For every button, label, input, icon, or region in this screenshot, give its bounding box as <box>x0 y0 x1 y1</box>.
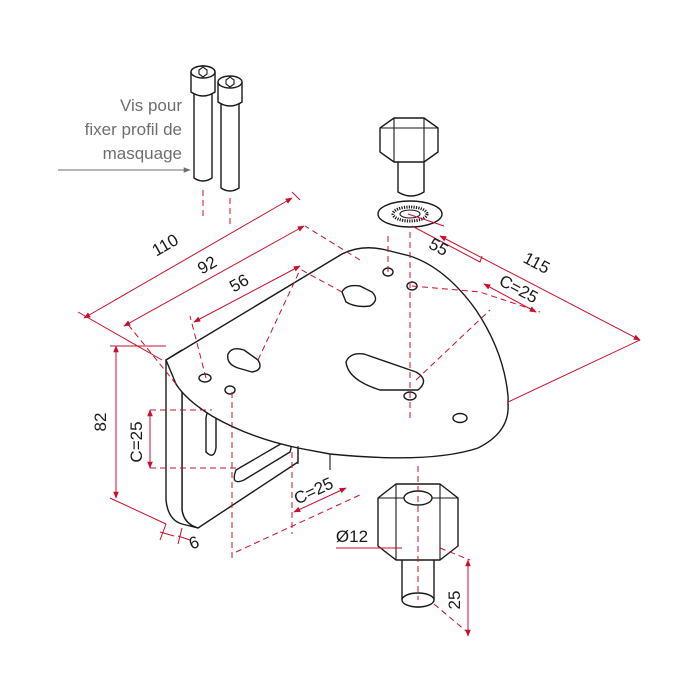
screw-right <box>217 75 243 192</box>
dim-110: 110 <box>149 230 182 260</box>
washer <box>377 200 443 228</box>
dim-d12: Ø12 <box>336 527 368 546</box>
dim-c25-side: C=25 <box>127 421 146 462</box>
dim-55: 55 <box>426 234 452 260</box>
dim-115: 115 <box>520 248 553 278</box>
caption-line-3: masquage <box>103 144 182 163</box>
dim-82: 82 <box>91 413 110 432</box>
dimension-lines <box>77 191 641 637</box>
dim-6: 6 <box>186 532 201 553</box>
caption: Vis pour fixer profil de masquage <box>58 96 191 173</box>
screw-axis-lines <box>202 190 231 224</box>
bracket <box>165 247 509 529</box>
caption-line-2: fixer profil de <box>85 120 182 139</box>
caption-line-1: Vis pour <box>120 96 182 115</box>
hex-bolt <box>379 117 439 197</box>
dim-25: 25 <box>445 591 464 610</box>
screw-left <box>190 65 216 182</box>
dim-56: 56 <box>226 270 252 296</box>
